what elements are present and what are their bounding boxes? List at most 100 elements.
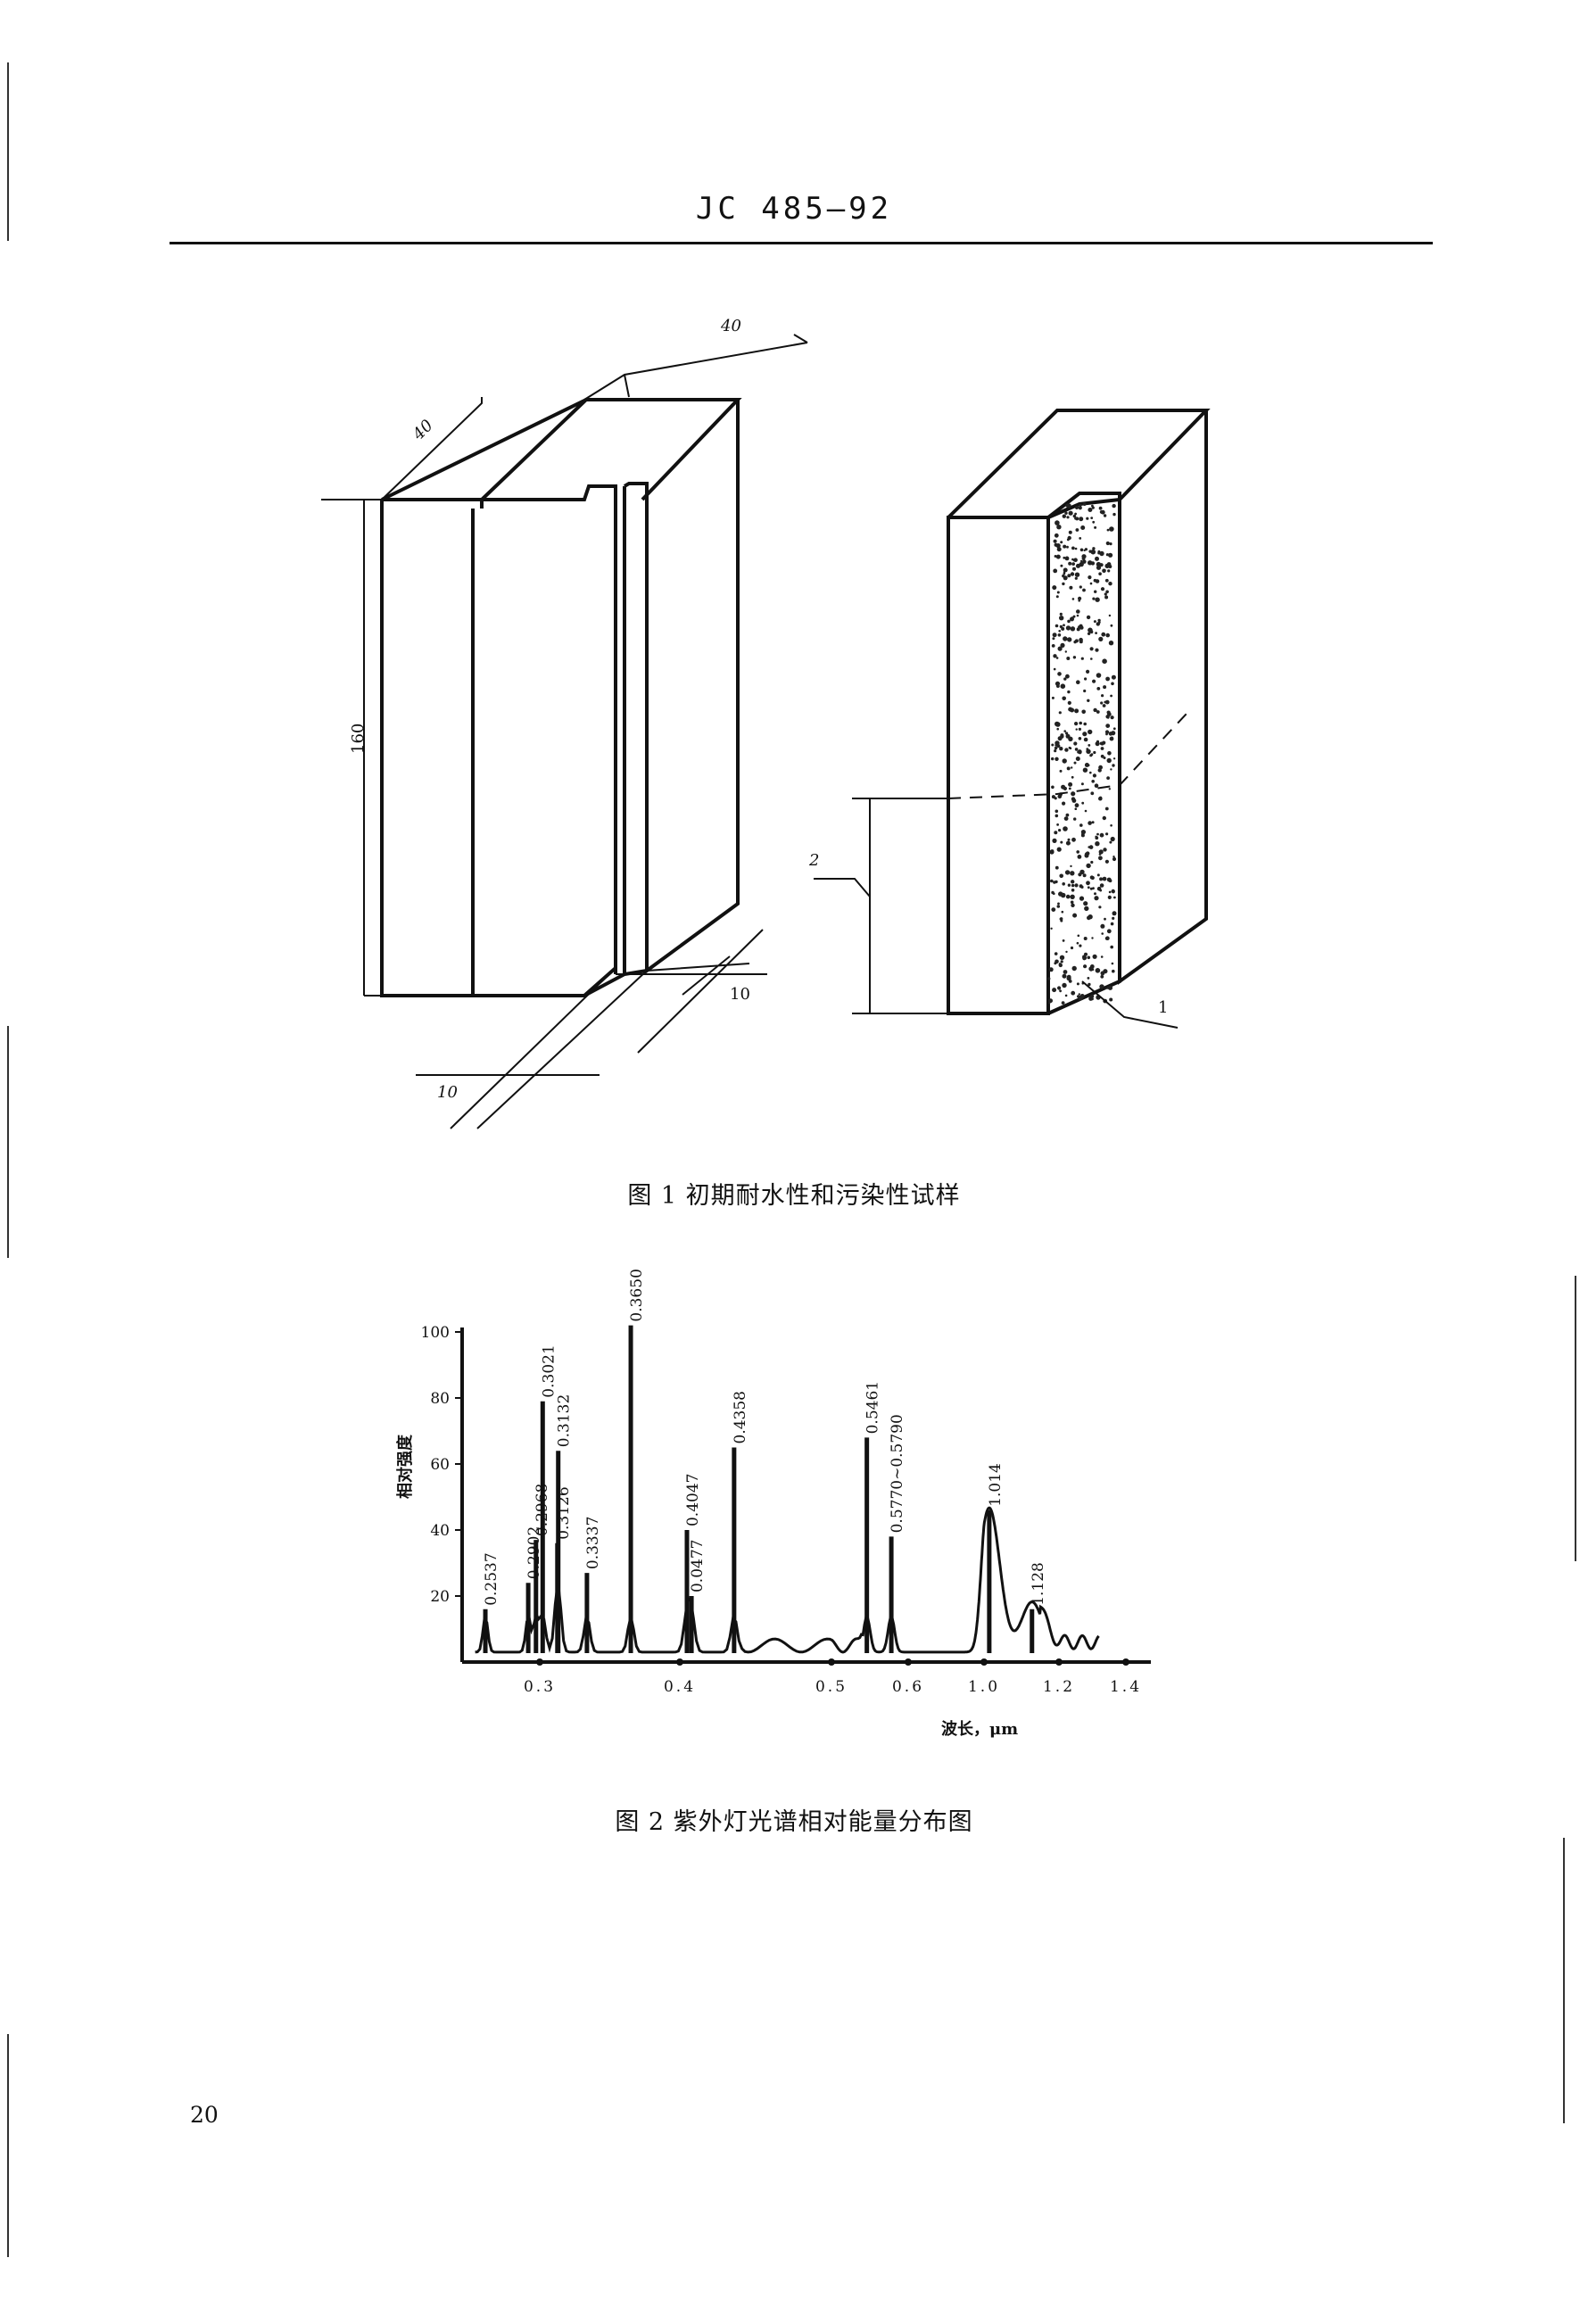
x-tick bbox=[828, 1658, 835, 1666]
coating-dot bbox=[1079, 721, 1082, 725]
coating-dot bbox=[1104, 578, 1109, 583]
coating-dot bbox=[1074, 576, 1078, 580]
coating-dot bbox=[1060, 919, 1063, 922]
coating-dot bbox=[1074, 722, 1079, 726]
coating-dot bbox=[1074, 748, 1079, 751]
coating-dot bbox=[1060, 642, 1065, 649]
coating-dot bbox=[1098, 906, 1102, 909]
coating-dot bbox=[1065, 813, 1070, 817]
coating-dot bbox=[1095, 632, 1097, 634]
coating-dot bbox=[1086, 669, 1090, 674]
coating-dot bbox=[1060, 683, 1066, 689]
peak-label: 0.3132 bbox=[556, 1394, 574, 1447]
coating-dot bbox=[1088, 575, 1092, 580]
coating-dot bbox=[1070, 900, 1074, 905]
peak-label: 1.128 bbox=[1030, 1562, 1047, 1606]
coating-dot bbox=[1057, 986, 1062, 990]
coating-dot bbox=[1063, 556, 1066, 559]
coating-dot bbox=[1111, 674, 1116, 680]
dim-line-top-width bbox=[583, 334, 808, 401]
coating-dot bbox=[1055, 721, 1060, 727]
coating-dot bbox=[1079, 503, 1082, 507]
coating-dot bbox=[1081, 554, 1087, 559]
coating-dot bbox=[1054, 831, 1058, 835]
coating-dot bbox=[1112, 889, 1115, 894]
coating-dot bbox=[1089, 771, 1092, 774]
coating-dot bbox=[1055, 554, 1061, 559]
peak-label: 0.3021 bbox=[540, 1344, 558, 1397]
coating-dot bbox=[1067, 637, 1072, 642]
coating-dot bbox=[1078, 737, 1082, 740]
coating-dot bbox=[1095, 597, 1100, 602]
coating-dot bbox=[1088, 821, 1092, 825]
immersion-line bbox=[947, 713, 1187, 799]
coating-dot bbox=[1067, 574, 1071, 578]
coating-dot bbox=[1094, 783, 1099, 788]
coating-dot bbox=[1093, 620, 1096, 624]
coating-dot bbox=[1082, 502, 1087, 506]
document-header: JC 485—92 bbox=[695, 191, 893, 227]
coating-dot bbox=[1067, 883, 1071, 887]
coating-dot bbox=[1093, 707, 1097, 713]
coating-dot bbox=[1064, 511, 1068, 515]
coating-dot bbox=[1069, 747, 1072, 749]
coating-dot bbox=[1066, 657, 1071, 660]
coating-dot bbox=[1071, 837, 1076, 842]
coating-dot bbox=[1062, 973, 1067, 979]
coating-dot bbox=[1068, 787, 1071, 790]
coating-dot bbox=[1096, 687, 1101, 691]
coating-dot bbox=[1053, 654, 1057, 658]
x-tick-label: 1.4 bbox=[1110, 1678, 1142, 1696]
coating-dot bbox=[1056, 905, 1061, 908]
coating-dot bbox=[1054, 749, 1057, 753]
coating-dot bbox=[1112, 764, 1115, 767]
coating-dot bbox=[1059, 612, 1063, 616]
coating-dot bbox=[1091, 968, 1095, 972]
header-rule bbox=[170, 242, 1433, 244]
coating-dot bbox=[1110, 824, 1112, 827]
coating-dot bbox=[1053, 539, 1057, 543]
coating-dot bbox=[1104, 699, 1110, 705]
coating-dot bbox=[1067, 838, 1071, 841]
coating-dot bbox=[1099, 877, 1104, 881]
x-tick bbox=[536, 1658, 543, 1666]
coating-dot bbox=[1095, 741, 1100, 747]
coating-dot bbox=[1082, 559, 1087, 564]
coating-dot bbox=[1063, 730, 1066, 732]
coating-dot bbox=[1088, 627, 1093, 633]
coating-dot bbox=[1079, 994, 1085, 998]
coating-dot bbox=[1095, 968, 1101, 973]
coating-dot bbox=[1105, 936, 1110, 940]
peak-label: 0.0477 bbox=[689, 1540, 707, 1592]
coating-dot bbox=[1086, 517, 1089, 520]
coating-dot bbox=[1055, 959, 1059, 964]
label-2-leader bbox=[814, 878, 871, 897]
x-axis-label: 波长，μm bbox=[941, 1719, 1018, 1739]
coating-dot bbox=[1100, 754, 1104, 758]
coating-dot bbox=[1060, 840, 1063, 844]
coating-dot bbox=[1091, 780, 1095, 783]
coating-dot bbox=[1053, 568, 1058, 574]
coating-dot bbox=[1095, 841, 1100, 847]
coating-dot bbox=[1108, 641, 1114, 646]
coating-dot bbox=[1080, 830, 1086, 835]
peak-label: 0.4047 bbox=[684, 1474, 702, 1526]
coating-dot bbox=[1089, 582, 1093, 585]
coating-dot bbox=[1105, 732, 1108, 736]
coating-dot bbox=[1063, 826, 1068, 831]
coating-dot bbox=[1104, 859, 1109, 864]
coating-dot bbox=[1112, 503, 1116, 509]
coating-dot bbox=[1067, 700, 1071, 706]
coating-dot bbox=[1101, 694, 1104, 698]
coating-dot bbox=[1092, 520, 1096, 524]
coating-dot bbox=[1062, 514, 1067, 518]
spectrum-curve bbox=[475, 1506, 1100, 1654]
coating-dot bbox=[1063, 624, 1065, 627]
coating-dot bbox=[1087, 886, 1090, 889]
coating-dot bbox=[1105, 633, 1110, 638]
label-one: 1 bbox=[1158, 998, 1168, 1017]
coating-dot bbox=[1074, 807, 1078, 810]
left-specimen-side bbox=[645, 400, 740, 974]
coating-dot bbox=[1112, 916, 1115, 920]
